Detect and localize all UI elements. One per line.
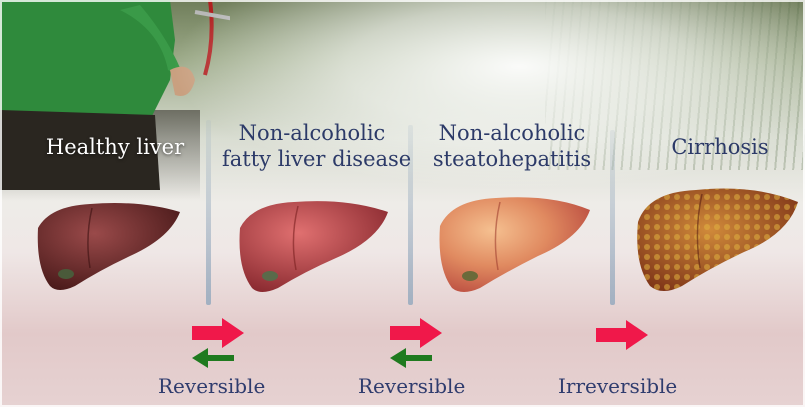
stage-label-nafld: Non-alcoholic fatty liver disease xyxy=(222,120,402,172)
stage-label-line: Non-alcoholic xyxy=(222,120,402,146)
transition-status-label: Reversible xyxy=(158,374,265,398)
arrow-left-icon xyxy=(390,348,432,368)
liver-healthy-image xyxy=(30,198,185,298)
stage-label-line: Non-alcoholic xyxy=(422,120,602,146)
arrow-right-icon xyxy=(596,320,648,350)
arrow-right-icon xyxy=(390,318,442,348)
stage-label-line: Healthy liver xyxy=(30,134,200,160)
arrow-right-icon xyxy=(192,318,244,348)
stage-divider xyxy=(206,120,211,305)
transition-status-label: Irreversible xyxy=(558,374,677,398)
arrow-left-icon xyxy=(192,348,234,368)
liver-cirrhosis-image xyxy=(632,182,802,300)
stage-label-nash: Non-alcoholic steatohepatitis xyxy=(422,120,602,172)
stage-label-line: fatty liver disease xyxy=(222,146,402,172)
stage-label-healthy: Healthy liver xyxy=(30,134,200,160)
stage-label-cirrhosis: Cirrhosis xyxy=(650,134,790,160)
stage-label-line: steatohepatitis xyxy=(422,146,602,172)
liver-fatty-image xyxy=(232,196,392,300)
stage-label-line: Cirrhosis xyxy=(650,134,790,160)
liver-nash-image xyxy=(434,192,594,300)
stage-divider xyxy=(610,130,615,305)
transition-status-label: Reversible xyxy=(358,374,465,398)
